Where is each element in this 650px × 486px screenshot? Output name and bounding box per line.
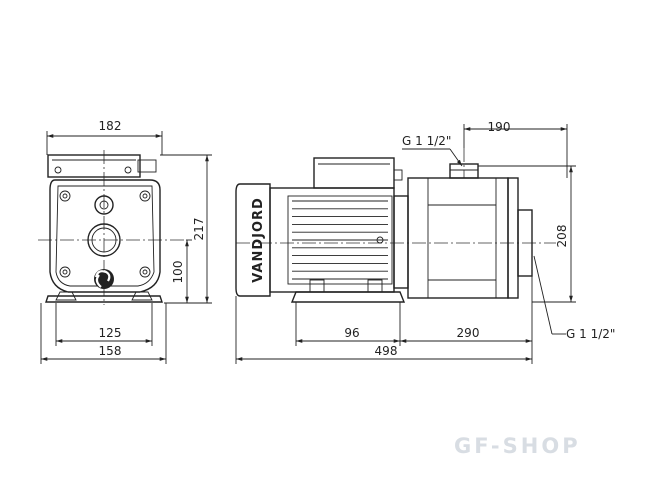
dim-total-length: 498 [375, 344, 398, 358]
dim-height: 217 [192, 218, 206, 241]
dim-inlet-offset: 190 [488, 120, 511, 134]
front-terminal-box [47, 154, 141, 178]
front-inlet-port [87, 223, 121, 257]
motor-flange [393, 195, 409, 289]
motor-screw [376, 236, 384, 244]
dim-width-top: 182 [99, 119, 122, 133]
side-terminal-box [313, 157, 395, 189]
bolt-icon [139, 266, 151, 278]
inlet-port [449, 163, 479, 179]
dim-foot-left: 96 [344, 326, 359, 340]
outlet-thread-label: G 1 1/2" [566, 327, 615, 341]
bolt-icon [59, 266, 71, 278]
pump-end-cap [507, 177, 519, 299]
brand-label: VANDJORD [251, 197, 266, 283]
dim-axis-height: 100 [171, 261, 185, 284]
side-view: VANDJORD 190 G 1 1/2" [235, 120, 615, 364]
dim-side-height: 208 [555, 225, 569, 248]
cooling-fins [292, 200, 388, 280]
bolt-icon [59, 190, 71, 202]
bolt-icon [139, 190, 151, 202]
brand-logo-icon [94, 269, 114, 289]
priming-plug [94, 195, 114, 215]
side-foot-base [290, 291, 406, 303]
inlet-thread-label: G 1 1/2" [402, 134, 451, 148]
dim-foot-inner: 125 [99, 326, 122, 340]
outlet-port [517, 209, 533, 277]
watermark: GF-SHOP [454, 434, 581, 458]
front-view: 182 217 100 125 158 [38, 119, 212, 364]
front-foot-base [45, 295, 163, 303]
dim-foot-right: 290 [457, 326, 480, 340]
dim-foot-outer: 158 [99, 344, 122, 358]
motor-end-cap [235, 183, 271, 297]
